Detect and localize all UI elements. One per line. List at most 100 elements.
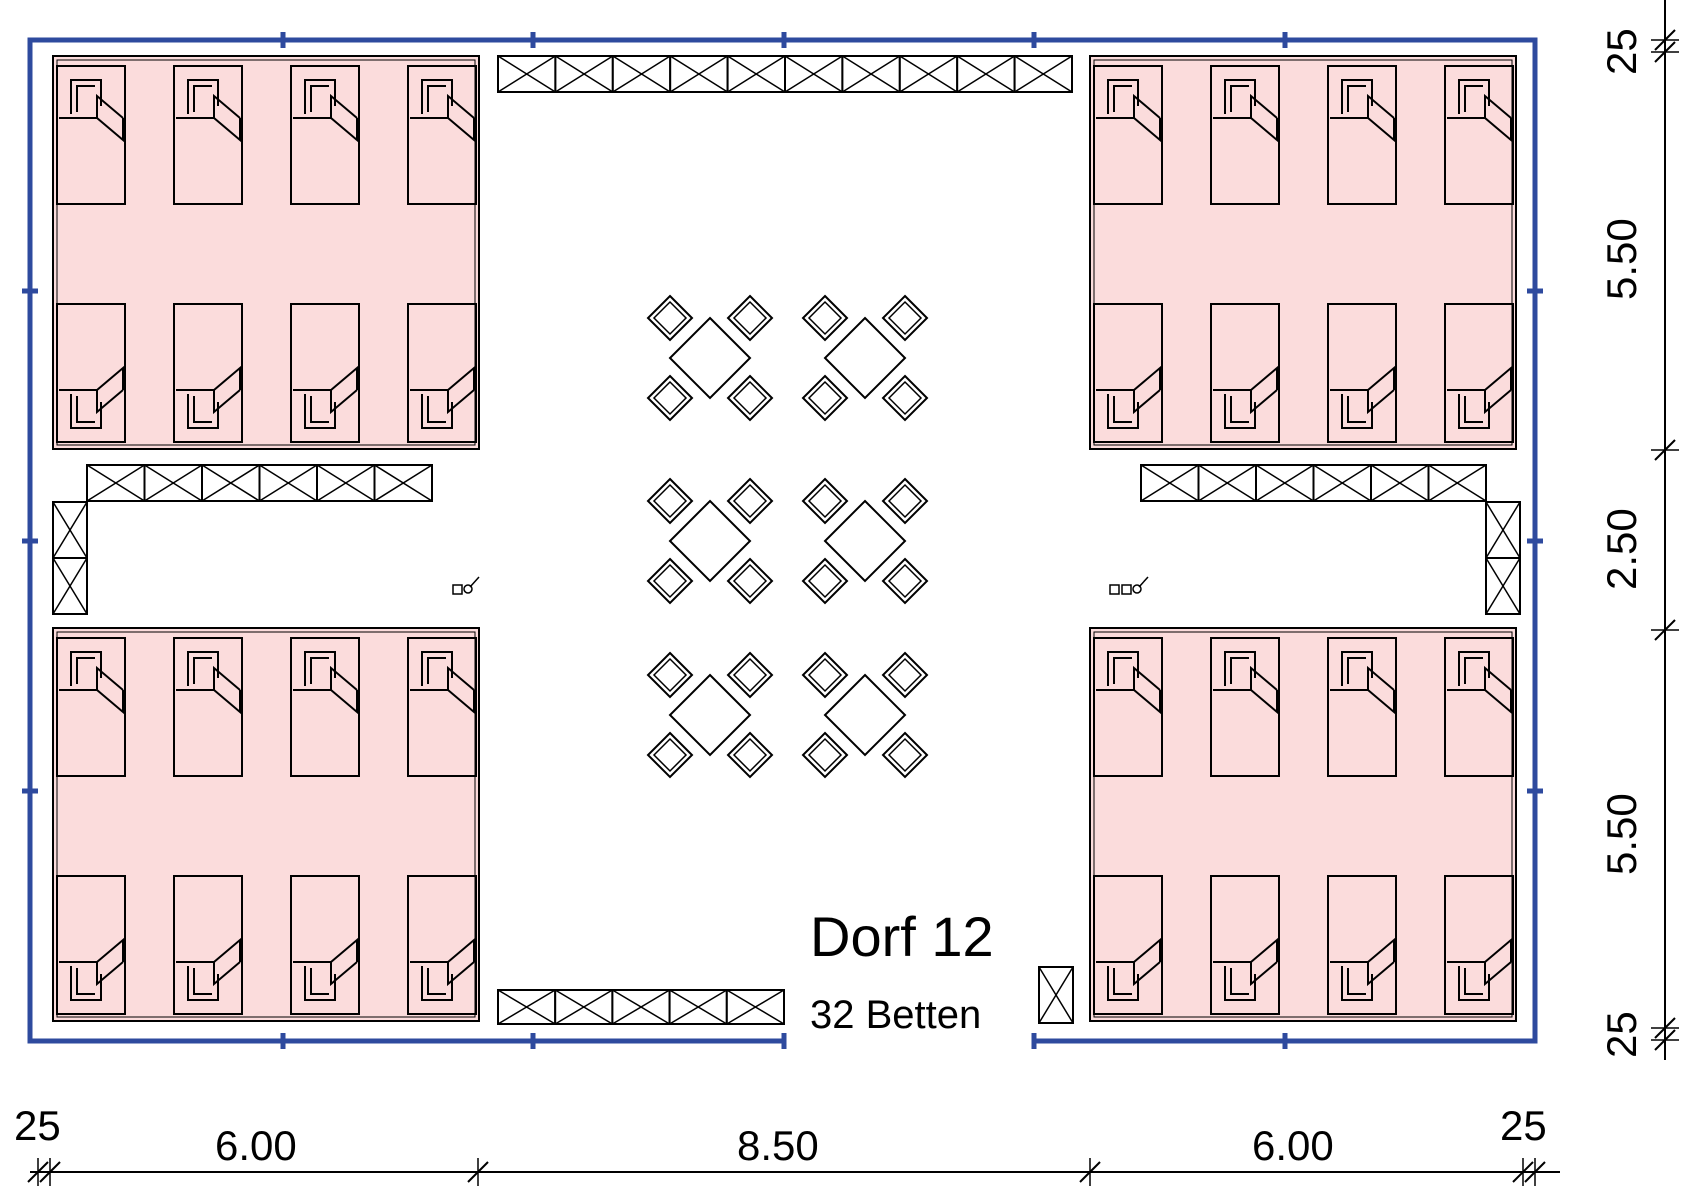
bed-icon xyxy=(290,637,360,777)
bed-icon xyxy=(173,875,243,1015)
bed-icon xyxy=(56,875,126,1015)
chair-icon xyxy=(646,477,694,525)
dim-h-4: 25 xyxy=(1500,1102,1547,1149)
room-top-right xyxy=(1089,55,1517,450)
bed-icon xyxy=(1093,875,1163,1015)
bed-icon xyxy=(1327,65,1397,205)
sink-icon xyxy=(1109,584,1120,595)
bed-icon xyxy=(290,875,360,1015)
bed-icon xyxy=(1327,637,1397,777)
dimension-lines xyxy=(27,0,1679,1186)
chair-icon xyxy=(801,557,849,605)
table-set xyxy=(801,651,929,779)
dim-v-3: 5.50 xyxy=(1598,793,1645,875)
locker-single xyxy=(1038,966,1074,1024)
dining-area xyxy=(646,294,929,779)
bed-icon xyxy=(290,303,360,443)
bed-icon xyxy=(1327,303,1397,443)
bed-icon xyxy=(1093,637,1163,777)
chair-icon xyxy=(801,731,849,779)
chair-icon xyxy=(881,374,929,422)
dim-h-3: 6.00 xyxy=(1252,1122,1334,1169)
chair-icon xyxy=(646,294,694,342)
bed-icon xyxy=(407,875,477,1015)
chair-icon xyxy=(726,557,774,605)
chair-icon xyxy=(726,477,774,525)
chair-icon xyxy=(646,557,694,605)
locker-row-top xyxy=(497,55,1073,93)
chair-icon xyxy=(801,477,849,525)
table-icon xyxy=(668,316,752,400)
chair-icon xyxy=(646,374,694,422)
bed-icon xyxy=(173,637,243,777)
table-icon xyxy=(823,499,907,583)
room-top-left xyxy=(52,55,480,450)
sink-right xyxy=(1109,576,1149,595)
bed-icon xyxy=(56,65,126,205)
bed-icon xyxy=(1093,303,1163,443)
chair-icon xyxy=(801,374,849,422)
table-set xyxy=(801,477,929,605)
dim-h-0: 25 xyxy=(14,1102,61,1149)
table-icon xyxy=(823,673,907,757)
bed-icon xyxy=(290,65,360,205)
lockers xyxy=(52,55,1521,1025)
table-set xyxy=(801,294,929,422)
bed-icon xyxy=(1210,637,1280,777)
bedrooms xyxy=(52,55,1517,1022)
table-icon xyxy=(668,499,752,583)
plan-title: Dorf 12 xyxy=(810,905,994,968)
chair-icon xyxy=(726,731,774,779)
chair-icon xyxy=(726,294,774,342)
chair-icon xyxy=(881,731,929,779)
table-set xyxy=(646,477,774,605)
bed-icon xyxy=(1210,65,1280,205)
locker-row-bottom xyxy=(497,989,785,1025)
table-set xyxy=(646,294,774,422)
chair-icon xyxy=(881,651,929,699)
outer-wall xyxy=(22,32,1543,1049)
chair-icon xyxy=(646,731,694,779)
table-icon xyxy=(823,316,907,400)
bed-icon xyxy=(173,65,243,205)
bed-icon xyxy=(1444,303,1514,443)
dim-v-2: 2.50 xyxy=(1598,508,1645,590)
locker-row-left xyxy=(86,464,433,502)
locker-row-right xyxy=(1140,464,1487,502)
dim-h-2: 8.50 xyxy=(737,1122,819,1169)
sink-icon xyxy=(1121,584,1132,595)
sink-left xyxy=(452,576,480,595)
table-icon xyxy=(668,673,752,757)
bed-icon xyxy=(56,303,126,443)
bed-icon xyxy=(1444,875,1514,1015)
bed-icon xyxy=(56,637,126,777)
bed-icon xyxy=(1444,637,1514,777)
dim-h-1: 6.00 xyxy=(215,1122,297,1169)
bed-icon xyxy=(173,303,243,443)
chair-icon xyxy=(726,374,774,422)
bed-icon xyxy=(407,303,477,443)
bed-icon xyxy=(407,65,477,205)
dim-v-0: 25 xyxy=(1598,28,1645,75)
room-bottom-left xyxy=(52,627,480,1022)
bed-icon xyxy=(1327,875,1397,1015)
chair-icon xyxy=(881,557,929,605)
chair-icon xyxy=(646,651,694,699)
room-bottom-right xyxy=(1089,627,1517,1022)
bed-icon xyxy=(1210,303,1280,443)
chair-icon xyxy=(726,651,774,699)
chair-icon xyxy=(801,651,849,699)
table-set xyxy=(646,651,774,779)
chair-icon xyxy=(881,477,929,525)
sinks xyxy=(452,576,1149,595)
locker-col-left xyxy=(52,501,88,615)
sink-icon xyxy=(452,584,463,595)
dim-v-4: 25 xyxy=(1598,1011,1645,1058)
chair-icon xyxy=(881,294,929,342)
plan-subtitle: 32 Betten xyxy=(810,993,981,1037)
bed-icon xyxy=(1210,875,1280,1015)
bed-icon xyxy=(1093,65,1163,205)
bed-icon xyxy=(1444,65,1514,205)
bed-icon xyxy=(407,637,477,777)
